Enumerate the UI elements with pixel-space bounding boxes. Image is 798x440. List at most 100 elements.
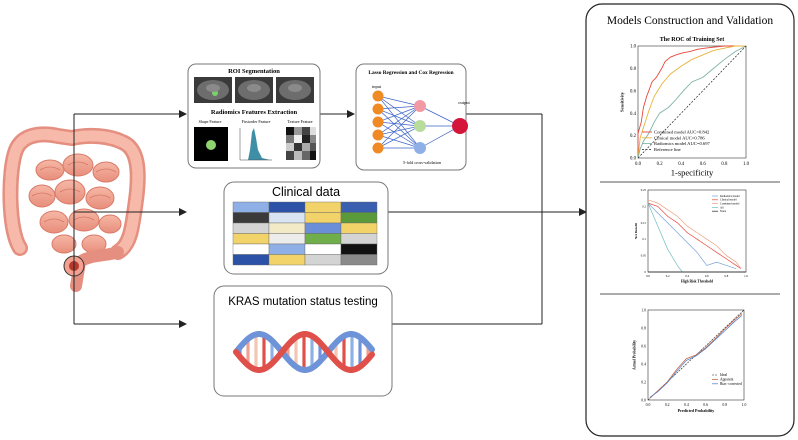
- y-tick-label: 0.2: [630, 134, 637, 139]
- y-axis-label: Net Benefit: [634, 222, 638, 239]
- x-tick-label: 0.2: [665, 403, 670, 407]
- nn-edge-0-2: [377, 95, 421, 149]
- series-reference-line: [637, 45, 747, 159]
- nn-nodes: [372, 90, 468, 154]
- y-tick-label: 0.25: [641, 188, 647, 192]
- y-tick-label: 0.8: [641, 326, 646, 330]
- clinical-cell-3-0: [232, 233, 270, 245]
- nn-edge-3-0: [377, 105, 421, 136]
- hidden-node-1: [414, 120, 426, 132]
- y-tick-label: 0.1: [642, 237, 646, 241]
- clinical-grid: [232, 201, 378, 266]
- clinical-cell-1-3: [340, 212, 378, 224]
- clinical-cell-5-2: [304, 254, 342, 266]
- x-axis-label: High Risk Threshold: [681, 280, 713, 284]
- cv-label: 5-fold cross-validation: [403, 160, 442, 165]
- shape-feature-label: Shape Feature: [199, 119, 222, 124]
- output-node: [452, 118, 468, 134]
- input-node-0: [372, 90, 384, 102]
- x-tick-label: 1.0: [744, 274, 748, 278]
- clinical-cell-0-1: [268, 201, 306, 213]
- series-bias-corrected: [649, 315, 743, 398]
- x-axis-label: 1-specificity: [671, 167, 714, 177]
- chart-title: The ROC of Training Set: [660, 37, 724, 43]
- series-all: [647, 202, 683, 273]
- nn-edge-1-2: [377, 108, 421, 149]
- histogram: [242, 128, 270, 160]
- x-tick-label: 0.6: [703, 403, 708, 407]
- legend-label-3: Reference line: [654, 147, 681, 152]
- radiomics-panel: ROI Segmentation Radiomics Features Extr…: [187, 63, 321, 169]
- x-tick-label: 0.0: [646, 403, 651, 407]
- clinical-panel: Clinical data: [223, 181, 389, 275]
- x-tick-label: 0.2: [657, 162, 664, 167]
- clinical-cell-0-2: [304, 201, 342, 213]
- input-label: input: [372, 84, 382, 89]
- x-tick-label: 0.0: [646, 274, 650, 278]
- shape-blob: [206, 140, 216, 150]
- clinical-cell-2-2: [304, 222, 342, 234]
- nn-edge-1-1: [377, 108, 421, 127]
- legend-label-2: Bias−corrected: [720, 382, 742, 386]
- clinical-cell-0-0: [232, 201, 270, 213]
- y-tick-label: 0: [645, 270, 647, 274]
- intestine-illustration: [2, 126, 146, 292]
- series-radiomics-model: [637, 45, 747, 159]
- clinical-cell-5-0: [232, 254, 270, 266]
- legend-label-1: Apparent: [720, 378, 733, 382]
- legend-label-2: Radiomics model AUC=0.697: [654, 141, 711, 146]
- y-tick-label: 0.0: [630, 157, 637, 162]
- y-tick-label: 0.6: [641, 344, 646, 348]
- x-tick-label: 1.0: [743, 162, 750, 167]
- clinical-cell-5-1: [268, 254, 306, 266]
- nn-edge-3-2: [377, 134, 421, 149]
- output-label: output: [458, 100, 470, 105]
- input-node-1: [372, 103, 384, 115]
- lasso-title: Lasso Regression and Cox Regression: [368, 70, 453, 76]
- clinical-cell-1-2: [304, 212, 342, 224]
- nn-edge-2-1: [377, 121, 421, 127]
- mri-slices: [194, 77, 314, 103]
- clinical-cell-4-3: [340, 243, 378, 255]
- roi-segmentation-title: ROI Segmentation: [228, 68, 280, 75]
- firstorder-feature-label: Firstorder Feature: [242, 119, 271, 124]
- clinical-cell-4-2: [304, 243, 342, 255]
- texture-matrix: [286, 127, 316, 160]
- radiomics-extraction-title: Radiomics Features Extraction: [211, 109, 298, 116]
- nn-edges: [377, 95, 461, 149]
- x-tick-label: 0.8: [721, 162, 728, 167]
- y-tick-label: 0.05: [641, 254, 647, 258]
- connector-lines: [73, 110, 587, 328]
- x-tick-label: 0.4: [684, 403, 689, 407]
- hidden-node-2: [414, 142, 426, 154]
- hidden-node-0: [414, 100, 426, 112]
- y-axis-label: Actual Probability: [632, 340, 636, 370]
- y-tick-label: 0.0: [641, 398, 646, 402]
- dna-strand-blue: [233, 331, 375, 373]
- clinical-cell-2-1: [268, 222, 306, 234]
- y-tick-label: 0.2: [641, 380, 646, 384]
- kras-title: KRAS mutation status testing: [228, 296, 378, 308]
- clinical-cell-1-1: [268, 212, 306, 224]
- y-axis-label: Sensitivity: [619, 91, 624, 112]
- nn-edge-0-1: [377, 95, 421, 127]
- legend-label-0: Combined model AUC=0.842: [654, 130, 710, 135]
- clinical-cell-4-1: [268, 243, 306, 255]
- clinical-title: Clinical data: [272, 185, 340, 199]
- nn-edge-0-0: [377, 95, 421, 107]
- clinical-cell-3-1: [268, 233, 306, 245]
- x-tick-label: 1.0: [742, 403, 747, 407]
- x-tick-label: 0.6: [705, 274, 709, 278]
- plot-frame: [647, 309, 745, 401]
- x-tick-label: 0.2: [666, 274, 670, 278]
- x-tick-label: 0.8: [725, 274, 729, 278]
- y-tick-label: 1.0: [641, 308, 646, 312]
- clinical-cell-1-0: [232, 212, 270, 224]
- nn-edge-3-1: [377, 125, 421, 136]
- x-tick-label: 0.4: [678, 162, 685, 167]
- dna-strand-red: [233, 331, 375, 373]
- y-tick-label: 0.15: [641, 221, 647, 225]
- y-tick-label: 0.4: [641, 362, 646, 366]
- clinical-cell-5-3: [340, 254, 378, 266]
